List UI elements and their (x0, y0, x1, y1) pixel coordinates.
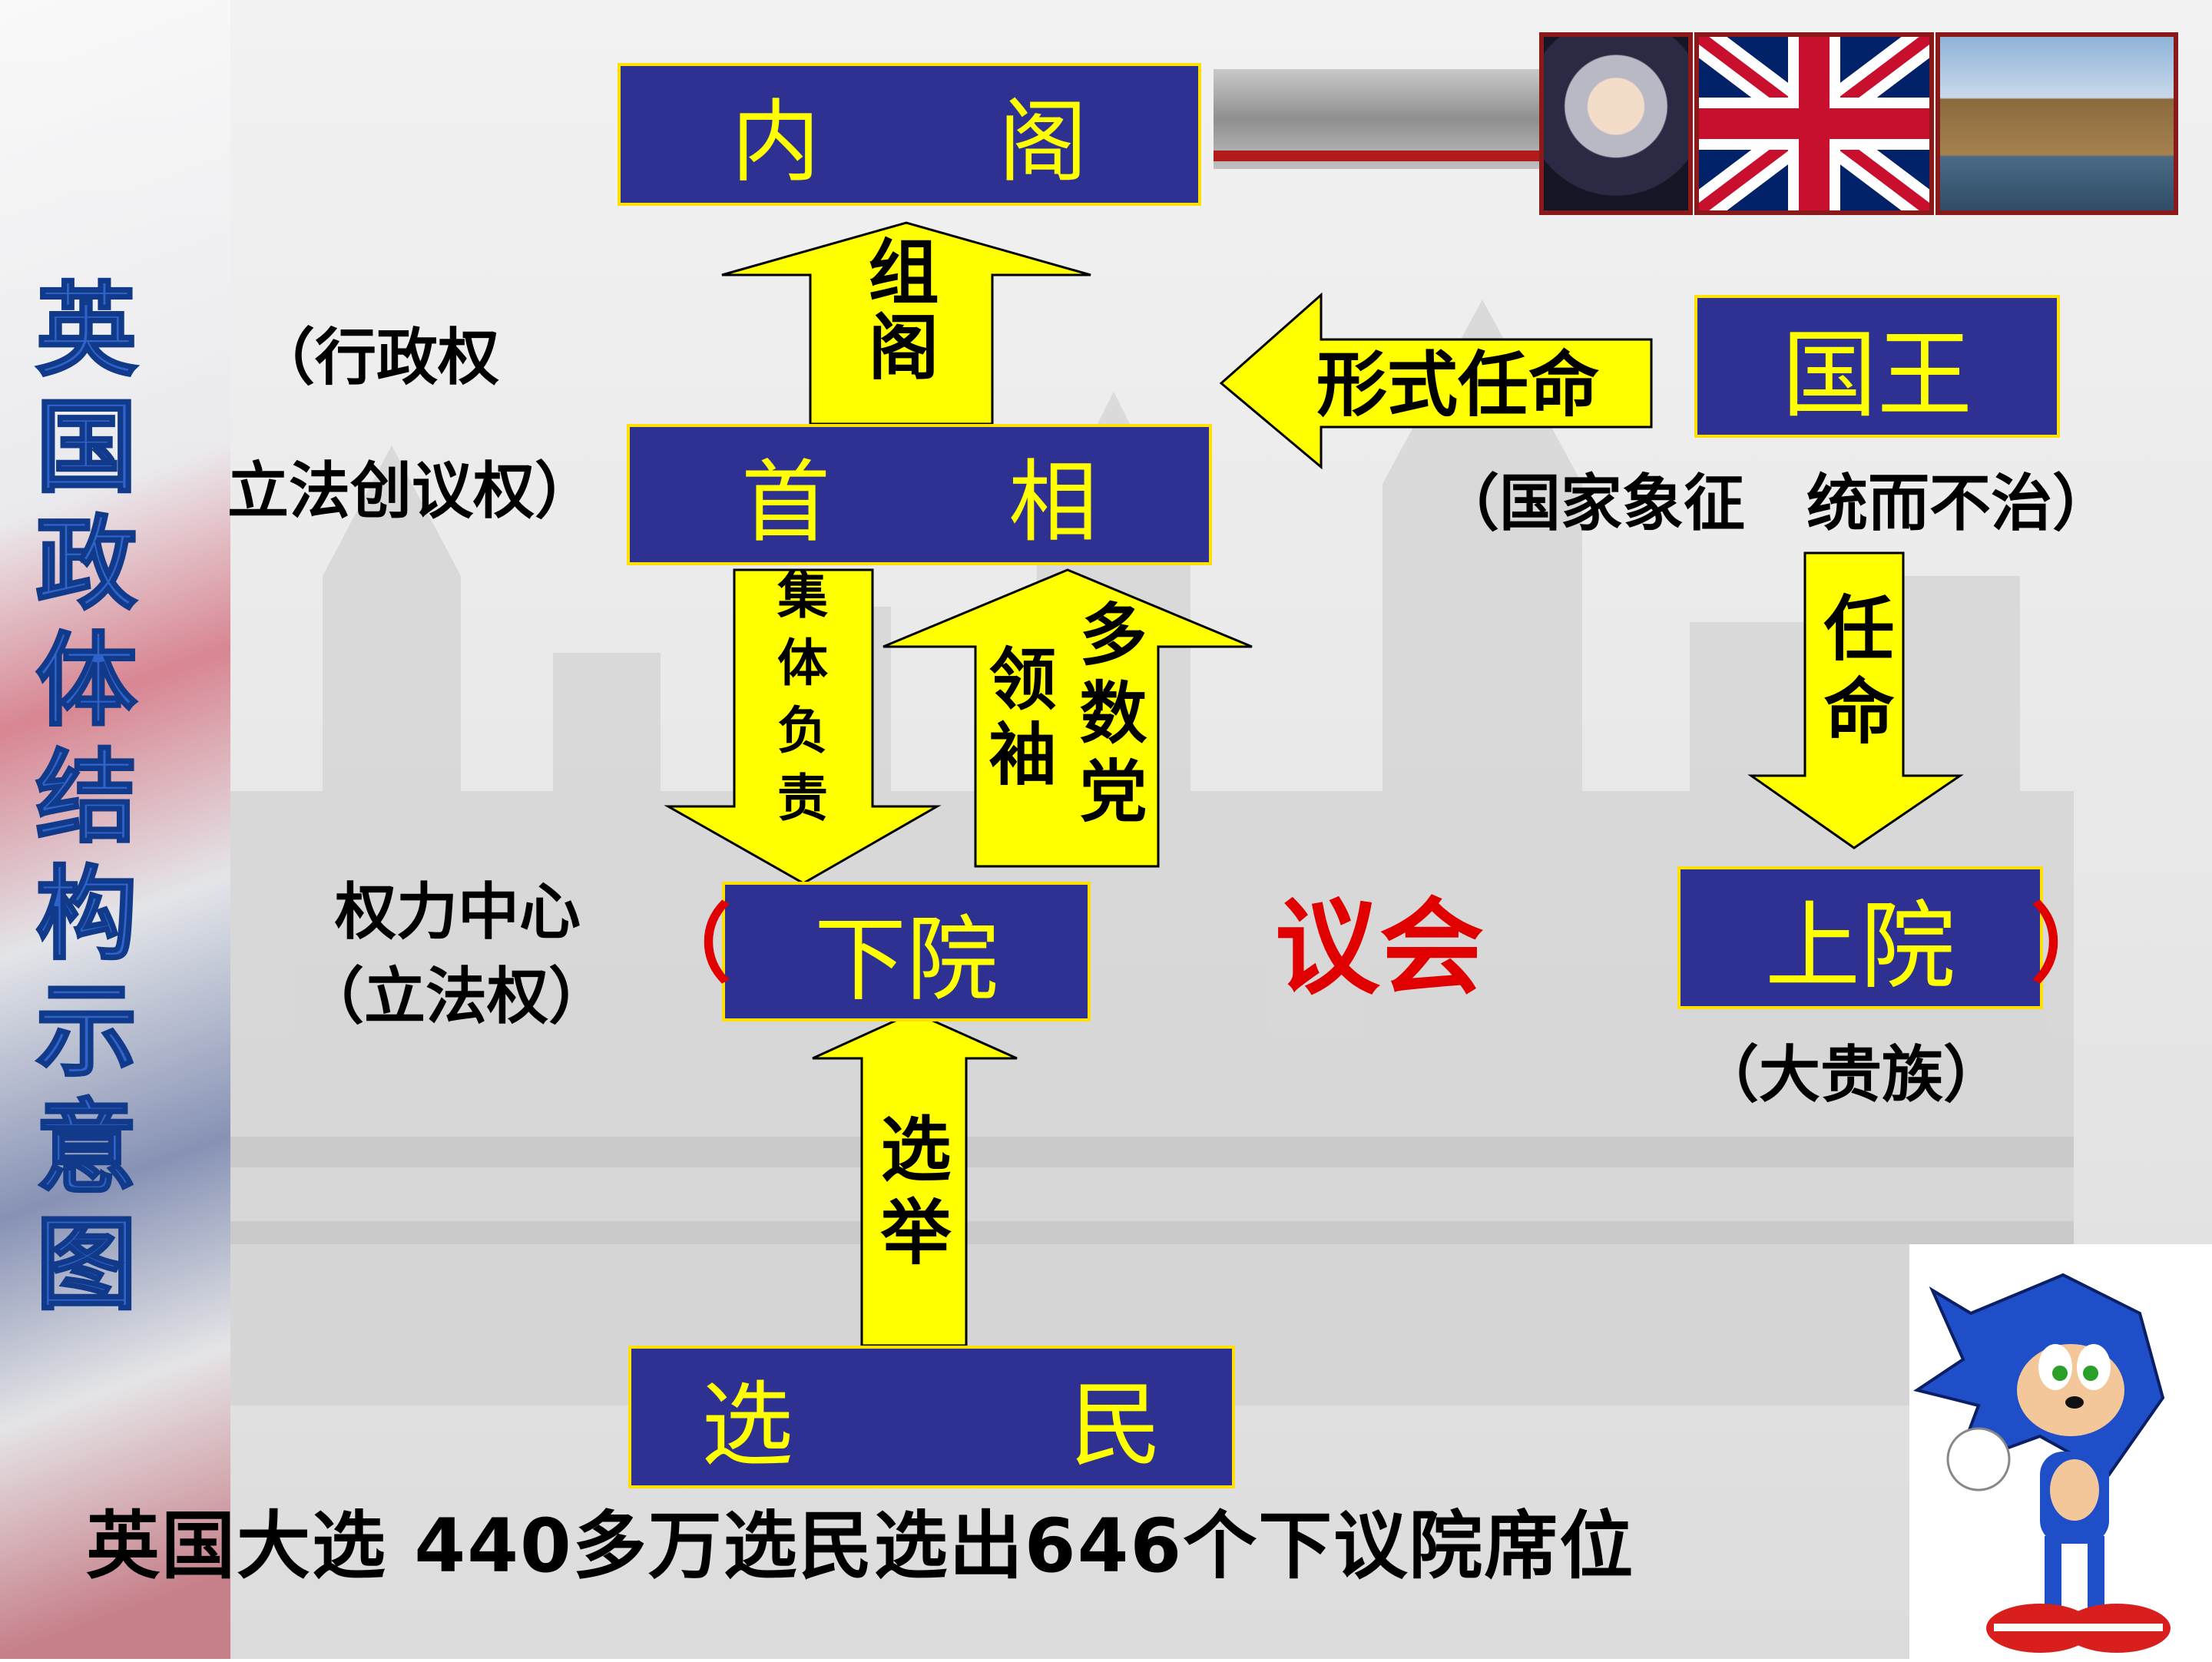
arrow-label-form-cabinet: 组阁 (856, 235, 939, 386)
arrow-label-collective-responsibility: 集体负责 (769, 568, 828, 839)
cabinet-label: 内 阁 (731, 91, 1088, 194)
arrow-form-cabinet (721, 221, 1091, 425)
house-of-lords-label: 上院 (1764, 892, 1955, 1002)
legislative-power-note: （立法权） (303, 961, 610, 1032)
parliament-label: 议会 (1275, 888, 1484, 1009)
prime-minister-label: 首 相 (741, 451, 1098, 555)
union-jack-flag-image (1694, 32, 1934, 215)
house-of-commons-box: 下院 (722, 882, 1091, 1021)
nobles-note: （大贵族） (1697, 1039, 2005, 1111)
arrow-label-majority-party: 多数党 (1068, 599, 1147, 834)
power-center-note: 权力中心 (335, 876, 581, 948)
voters-box: 选 民 (628, 1346, 1235, 1488)
arrow-collective-responsibility (664, 568, 942, 885)
parliament-paren-close: ） (2031, 896, 2115, 994)
union-jack-flag-backdrop (0, 0, 230, 1659)
cabinet-box: 内 阁 (618, 63, 1201, 206)
top-banner-red-stripe (1214, 151, 1544, 161)
arrow-election (812, 1011, 1018, 1347)
arrow-majority-party-leader (882, 568, 1253, 868)
king-note: （国家象征 统而不治） (1438, 468, 2114, 539)
king-box: 国王 (1694, 295, 2060, 438)
arrow-label-election: 选举 (869, 1112, 951, 1278)
legislative-initiative-note: 立法创议权） (227, 455, 596, 527)
parliament-photo-image (1936, 32, 2178, 215)
arrow-label-appoint: 任命 (1812, 591, 1894, 757)
arrow-appoint (1747, 551, 1964, 849)
house-of-commons-label: 下院 (814, 907, 998, 1014)
voters-label: 选 民 (701, 1372, 1162, 1479)
arrow-label-leader: 领袖 (978, 644, 1057, 794)
prime-minister-box: 首 相 (627, 424, 1212, 565)
executive-power-note: （行政权 (253, 322, 499, 393)
sonic-drawing (1913, 1273, 2171, 1653)
house-of-lords-box: 上院 (1677, 866, 2043, 1009)
side-title: 英国政体结构示意图 (18, 276, 138, 1329)
sonic-mascot-image (1909, 1244, 2212, 1659)
arrow-formal-appoint-shape (1219, 292, 1653, 470)
election-caption: 英国大选 440多万选民选出646个下议院席位 (86, 1503, 1635, 1589)
arrow-label-formal-appoint: 形式任命 (1316, 344, 1600, 426)
parliament-paren-open: （ (647, 896, 731, 994)
queen-portrait-image (1539, 32, 1693, 215)
king-label: 国王 (1781, 320, 1972, 431)
